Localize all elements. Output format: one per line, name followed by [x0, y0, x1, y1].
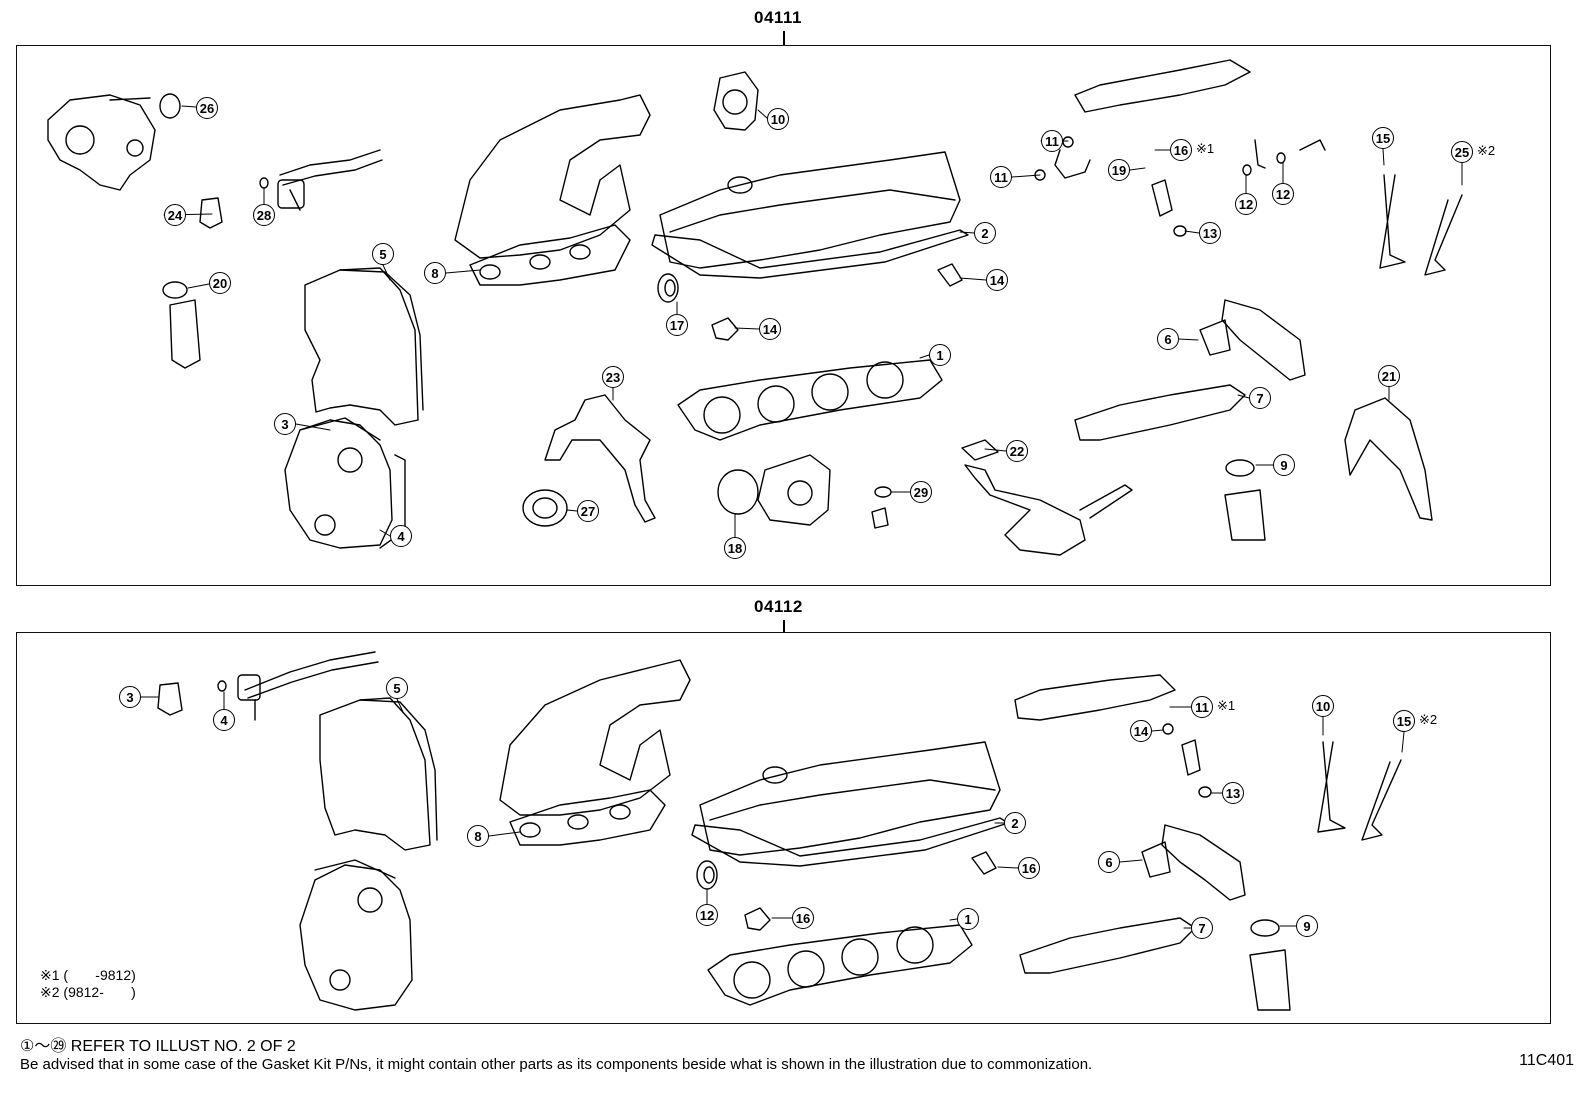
part-callout-12: 12 — [1272, 183, 1294, 205]
advisory-note: Be advised that in some case of the Gask… — [20, 1056, 1093, 1073]
part-callout-27: 27 — [577, 500, 599, 522]
footnote-mark-1: ※1 — [1196, 141, 1215, 156]
part-callout-15: 15 — [1393, 710, 1415, 732]
timing-cover-upper-2 — [319, 697, 431, 851]
part-callout-2: 2 — [1004, 812, 1026, 834]
injector — [1151, 179, 1173, 217]
part-callout-7: 7 — [1249, 387, 1271, 409]
intake-manifold — [454, 94, 651, 259]
footnote-mark-2: ※2 — [1419, 712, 1438, 727]
part-callout-11: 11 — [1191, 696, 1213, 718]
part-callout-16: 16 — [1170, 139, 1192, 161]
part-callout-12: 12 — [696, 904, 718, 926]
o-ring-26 — [159, 93, 181, 119]
part-callout-8: 8 — [467, 825, 489, 847]
rear-oil-seal-retainer — [1344, 397, 1433, 521]
part-callout-4: 4 — [213, 709, 235, 731]
part-callout-10: 10 — [767, 108, 789, 130]
part-callout-28: 28 — [253, 204, 275, 226]
part-callout-11: 11 — [1041, 130, 1063, 152]
head-gasket — [677, 359, 943, 441]
part-callout-14: 14 — [1130, 720, 1152, 742]
date-note-2: ※2 (9812- ) — [40, 984, 136, 1000]
gasket-23 — [544, 394, 656, 523]
footnote-mark-1: ※1 — [1217, 698, 1236, 713]
part-callout-11: 11 — [990, 166, 1012, 188]
part-callout-7: 7 — [1191, 917, 1213, 939]
oil-strainer — [964, 464, 1086, 556]
valve-2 — [1424, 194, 1463, 276]
part-callout-3: 3 — [119, 686, 141, 708]
date-notes: ※1 ( -9812) ※2 (9812- ) — [40, 967, 136, 1001]
diagram-panel-04111 — [16, 45, 1551, 586]
part-callout-26: 26 — [196, 97, 218, 119]
timing-cover-lower — [284, 419, 393, 549]
part-callout-21: 21 — [1378, 365, 1400, 387]
part-callout-5: 5 — [386, 677, 408, 699]
valve-cover-gasket — [651, 229, 969, 279]
part-callout-9: 9 — [1273, 454, 1295, 476]
panel-title-04111: 04111 — [754, 8, 802, 27]
part-callout-8: 8 — [424, 262, 446, 284]
part-callout-22: 22 — [1006, 440, 1028, 462]
part-callout-15: 15 — [1372, 127, 1394, 149]
valve-cover — [659, 151, 961, 269]
part-callout-6: 6 — [1157, 328, 1179, 350]
part-callout-17: 17 — [666, 314, 688, 336]
footnote-mark-2: ※2 — [1477, 143, 1496, 158]
title-leader-line — [783, 620, 785, 633]
valve-2b — [1361, 759, 1402, 841]
part-callout-29: 29 — [910, 481, 932, 503]
part-callout-12: 12 — [1235, 193, 1257, 215]
part-callout-14: 14 — [986, 269, 1008, 291]
part-callout-1: 1 — [957, 908, 979, 930]
title-leader-line — [783, 31, 785, 46]
water-pump-drawing — [47, 94, 156, 191]
part-callout-14: 14 — [759, 318, 781, 340]
part-callout-1: 1 — [929, 344, 951, 366]
part-callout-18: 18 — [724, 537, 746, 559]
intake-gasket — [469, 224, 631, 286]
part-callout-20: 20 — [209, 272, 231, 294]
part-callout-16: 16 — [1018, 857, 1040, 879]
part-callout-2: 2 — [974, 222, 996, 244]
part-callout-13: 13 — [1222, 782, 1244, 804]
part-callout-6: 6 — [1098, 851, 1120, 873]
part-callout-16: 16 — [792, 907, 814, 929]
part-callout-25: 25 — [1451, 141, 1473, 163]
timing-cover-upper — [304, 267, 419, 426]
fuel-delivery-pipe — [1074, 59, 1251, 113]
part-callout-10: 10 — [1312, 695, 1334, 717]
part-callout-5: 5 — [372, 243, 394, 265]
date-note-1: ※1 ( -9812) — [40, 967, 136, 983]
part-callout-23: 23 — [602, 366, 624, 388]
part-callout-9: 9 — [1296, 915, 1318, 937]
part-callout-19: 19 — [1108, 159, 1130, 181]
part-callout-4: 4 — [390, 525, 412, 547]
valve-1 — [1379, 174, 1406, 269]
panel-title-04112: 04112 — [754, 597, 803, 616]
valve-1b — [1317, 741, 1346, 833]
diagram-panel-04112 — [16, 632, 1551, 1024]
illustration-reference-note: ①～㉙ REFER TO ILLUST NO. 2 OF 2 — [20, 1038, 296, 1055]
part-callout-13: 13 — [1199, 222, 1221, 244]
part-callout-3: 3 — [274, 413, 296, 435]
part-callout-24: 24 — [164, 204, 186, 226]
illustration-code: 11C401 — [1519, 1052, 1574, 1069]
